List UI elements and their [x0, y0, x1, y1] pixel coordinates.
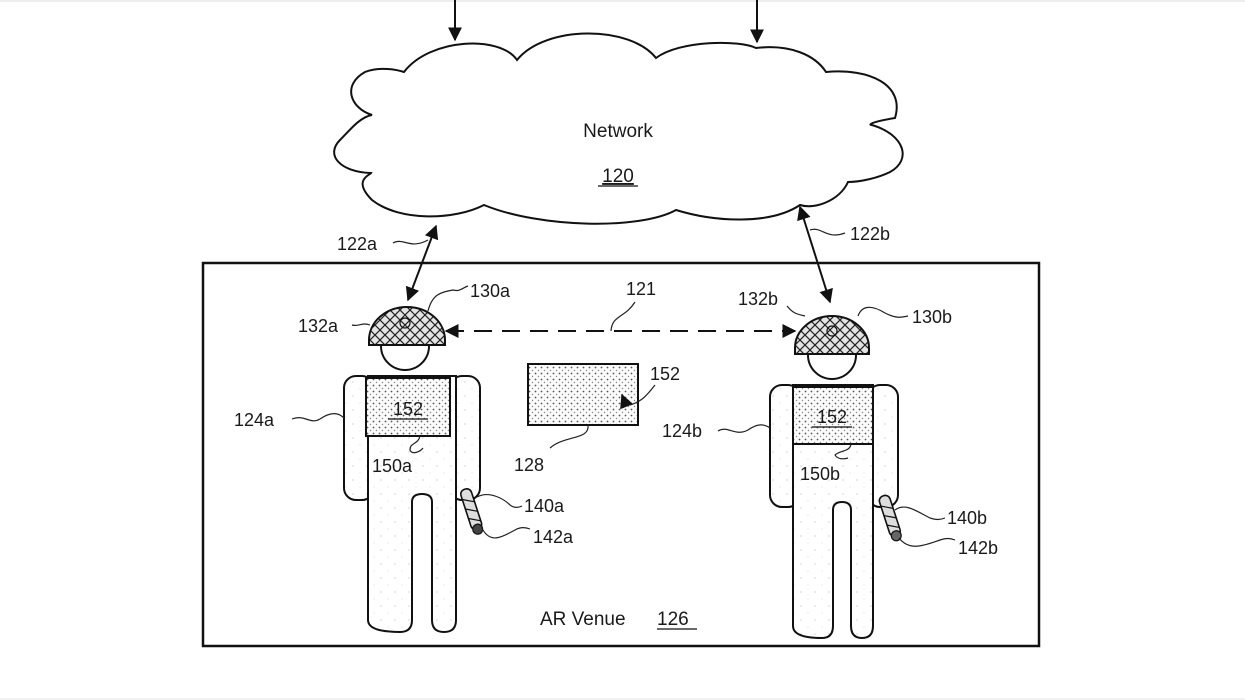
- top-border: [0, 0, 1245, 2]
- headset-a-ref: 130a: [470, 281, 511, 301]
- leader-152-display: [629, 384, 656, 406]
- headset-sensor-b: [826, 325, 838, 337]
- headset-a: [368, 306, 446, 346]
- headset-b: [794, 315, 870, 355]
- controller-tip-b-ref: 142b: [958, 538, 998, 558]
- shared-display: [527, 363, 639, 426]
- ar-venue-boundary: [201, 261, 1041, 648]
- network-link-a: [405, 224, 439, 302]
- network-ref: 120: [602, 166, 634, 187]
- leader-130b: [857, 306, 909, 318]
- torso-overlay-b: [792, 386, 874, 445]
- leader-124b: [717, 424, 771, 433]
- ar-venue-label: AR Venue: [540, 609, 626, 630]
- leader-122b: [809, 228, 846, 236]
- leader-121: [610, 301, 636, 332]
- person-b-ref: 124b: [662, 421, 702, 441]
- peer-link-ref: 121: [626, 279, 656, 299]
- network-link-b-ref: 122b: [850, 224, 890, 244]
- torso-overlay-a: [365, 377, 451, 437]
- headset-b-ref: 130b: [912, 307, 952, 327]
- network-cloud: [333, 32, 904, 225]
- torso-overlay-a-ref: 152: [393, 399, 423, 419]
- headset-sensor-a: [399, 317, 411, 329]
- display-content-arrow: [620, 393, 634, 410]
- body-a: [367, 375, 457, 634]
- network-link-b: [797, 205, 833, 304]
- person-a: 152 124a 130a 132a 150a 140a 142a: [234, 281, 574, 634]
- person-a-ref: 124a: [234, 410, 275, 430]
- leader-124a: [291, 413, 345, 422]
- leader-142a: [482, 527, 531, 539]
- display-content-ref: 152: [650, 364, 680, 384]
- display-ref: 128: [514, 455, 544, 475]
- leader-140a: [476, 493, 523, 508]
- body-b: [792, 384, 874, 640]
- leader-142b: [898, 537, 956, 547]
- network-label: Network: [583, 121, 653, 142]
- network-link-a-ref: 122a: [337, 234, 378, 254]
- leader-132b: [786, 305, 806, 317]
- controller-b-ref: 140b: [947, 508, 987, 528]
- leader-132a: [351, 323, 371, 327]
- controller-tip-a: [472, 523, 484, 535]
- torso-a-ref: 150a: [372, 456, 413, 476]
- leader-122a: [392, 239, 429, 245]
- person-b: 152 124b 130b 132b 150b 140b 142b: [662, 289, 998, 640]
- leader-130a: [427, 285, 469, 312]
- ar-venue-ref: 126: [657, 609, 689, 630]
- leader-128: [549, 424, 589, 449]
- torso-b-ref: 150b: [800, 464, 840, 484]
- controller-b: [878, 494, 902, 542]
- controller-a-ref: 140a: [524, 496, 565, 516]
- controller-a: [459, 488, 484, 535]
- controller-tip-a-ref: 142a: [533, 527, 574, 547]
- leader-150a: [409, 435, 424, 454]
- torso-overlay-b-ref: 152: [817, 407, 847, 427]
- headset-sensor-a-ref: 132a: [298, 316, 339, 336]
- headset-sensor-b-ref: 132b: [738, 289, 778, 309]
- leader-150b: [834, 443, 852, 460]
- leader-140b: [894, 506, 946, 521]
- bottom-border: [0, 698, 1245, 700]
